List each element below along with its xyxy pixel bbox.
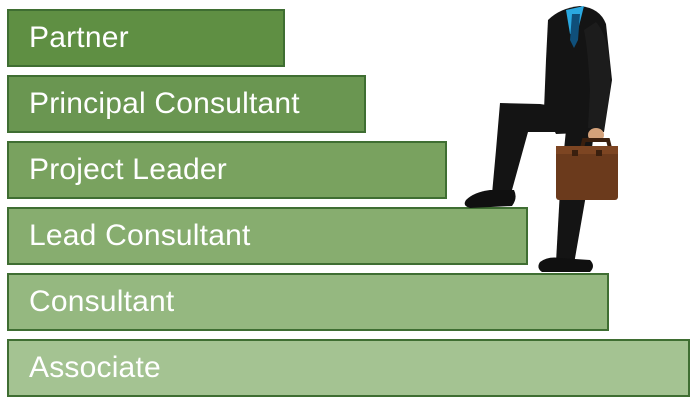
step-label: Associate <box>29 351 161 384</box>
step-lead-consultant: Lead Consultant <box>7 207 528 265</box>
step-label: Consultant <box>29 285 175 318</box>
businessman-climbing-stairs-icon <box>464 6 618 272</box>
step-label: Partner <box>29 21 129 54</box>
step-label: Principal Consultant <box>29 87 300 120</box>
step-consultant: Consultant <box>7 273 609 331</box>
step-label: Project Leader <box>29 153 227 186</box>
step-label: Lead Consultant <box>29 219 251 252</box>
step-project-leader: Project Leader <box>7 141 447 199</box>
step-partner: Partner <box>7 9 285 67</box>
step-principal-consultant: Principal Consultant <box>7 75 366 133</box>
step-associate: Associate <box>7 339 690 397</box>
